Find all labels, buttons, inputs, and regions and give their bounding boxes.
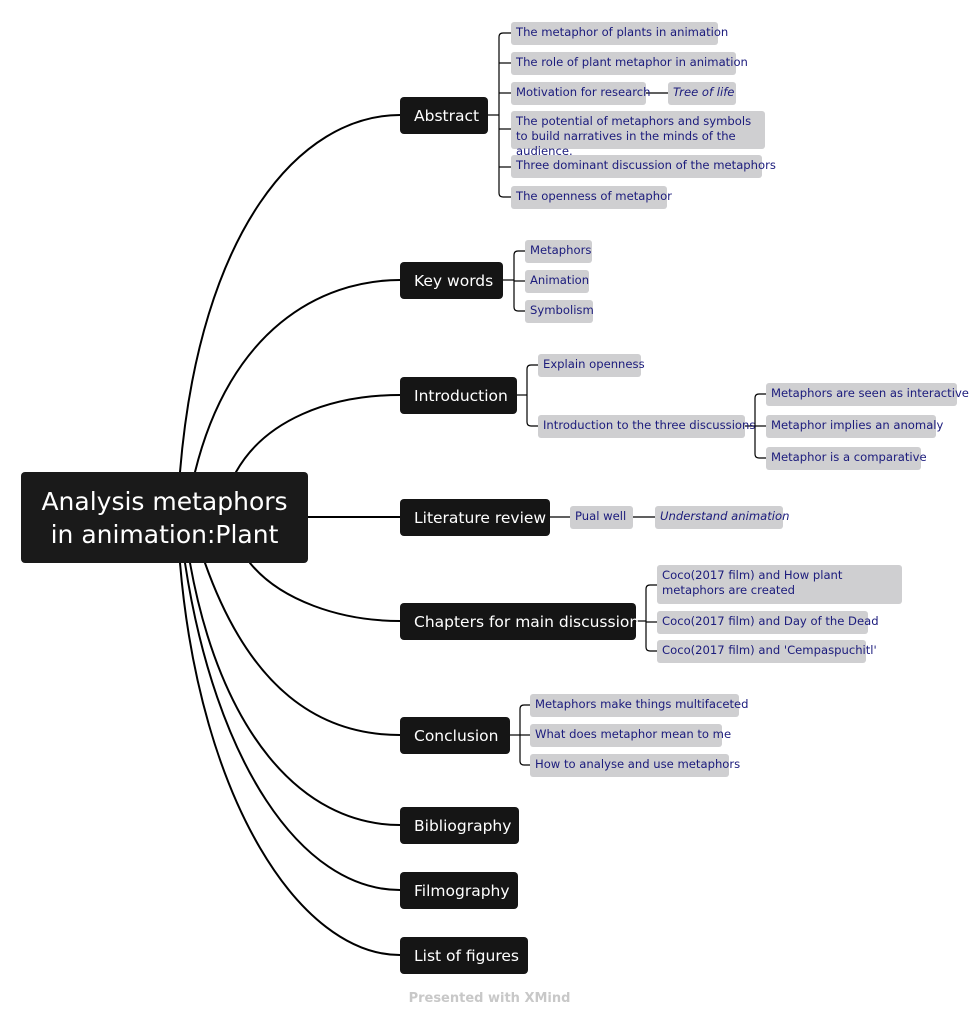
topic-introduction[interactable]: Introduction — [400, 377, 517, 414]
conclusion-item[interactable]: How to analyse and use metaphors — [530, 754, 740, 777]
discussion-item[interactable]: Metaphor is a comparative — [766, 447, 927, 470]
chapter-item[interactable]: Coco(2017 film) and Day of the Dead — [657, 611, 879, 634]
footer-watermark: Presented with XMind — [408, 991, 571, 1006]
abstract-item[interactable]: The potential of metaphors and symbols t… — [511, 111, 765, 158]
introduction-item[interactable]: Explain openness — [538, 354, 645, 377]
chapter-item[interactable]: Coco(2017 film) and How plant metaphors … — [657, 565, 902, 604]
abstract-item[interactable]: The metaphor of plants in animation — [511, 22, 728, 45]
keyword-item[interactable]: Symbolism — [525, 300, 594, 323]
abstract-motivation-child[interactable]: Tree of life — [668, 82, 736, 105]
abstract-item[interactable]: Motivation for research — [511, 82, 651, 105]
central-topic[interactable]: Analysis metaphors in animation:Plant — [21, 472, 308, 563]
abstract-item[interactable]: The role of plant metaphor in animation — [511, 52, 748, 75]
discussion-item[interactable]: Metaphors are seen as interactive — [766, 383, 969, 406]
abstract-item[interactable]: The openness of metaphor — [511, 186, 672, 209]
topic-literature-review[interactable]: Literature review — [400, 499, 550, 536]
discussion-item[interactable]: Metaphor implies an anomaly — [766, 415, 943, 438]
topic-list-of-figures[interactable]: List of figures — [400, 937, 528, 974]
chapter-item[interactable]: Coco(2017 film) and 'Cempaspuchitl' — [657, 640, 877, 663]
conclusion-item[interactable]: What does metaphor mean to me — [530, 724, 731, 747]
topic-abstract[interactable]: Abstract — [400, 97, 488, 134]
literature-child[interactable]: Understand animation — [655, 506, 789, 529]
conclusion-item[interactable]: Metaphors make things multifaceted — [530, 694, 749, 717]
literature-item[interactable]: Pual well — [570, 506, 633, 529]
abstract-item[interactable]: Three dominant discussion of the metapho… — [511, 155, 776, 178]
topic-key-words[interactable]: Key words — [400, 262, 503, 299]
topic-filmography[interactable]: Filmography — [400, 872, 518, 909]
introduction-item[interactable]: Introduction to the three discussions — [538, 415, 755, 438]
central-topic-label: Analysis metaphors in animation:Plant — [41, 486, 288, 549]
keyword-item[interactable]: Metaphors — [525, 240, 592, 263]
topic-conclusion[interactable]: Conclusion — [400, 717, 510, 754]
topic-chapters[interactable]: Chapters for main discussion — [400, 603, 639, 640]
topic-bibliography[interactable]: Bibliography — [400, 807, 519, 844]
keyword-item[interactable]: Animation — [525, 270, 589, 293]
